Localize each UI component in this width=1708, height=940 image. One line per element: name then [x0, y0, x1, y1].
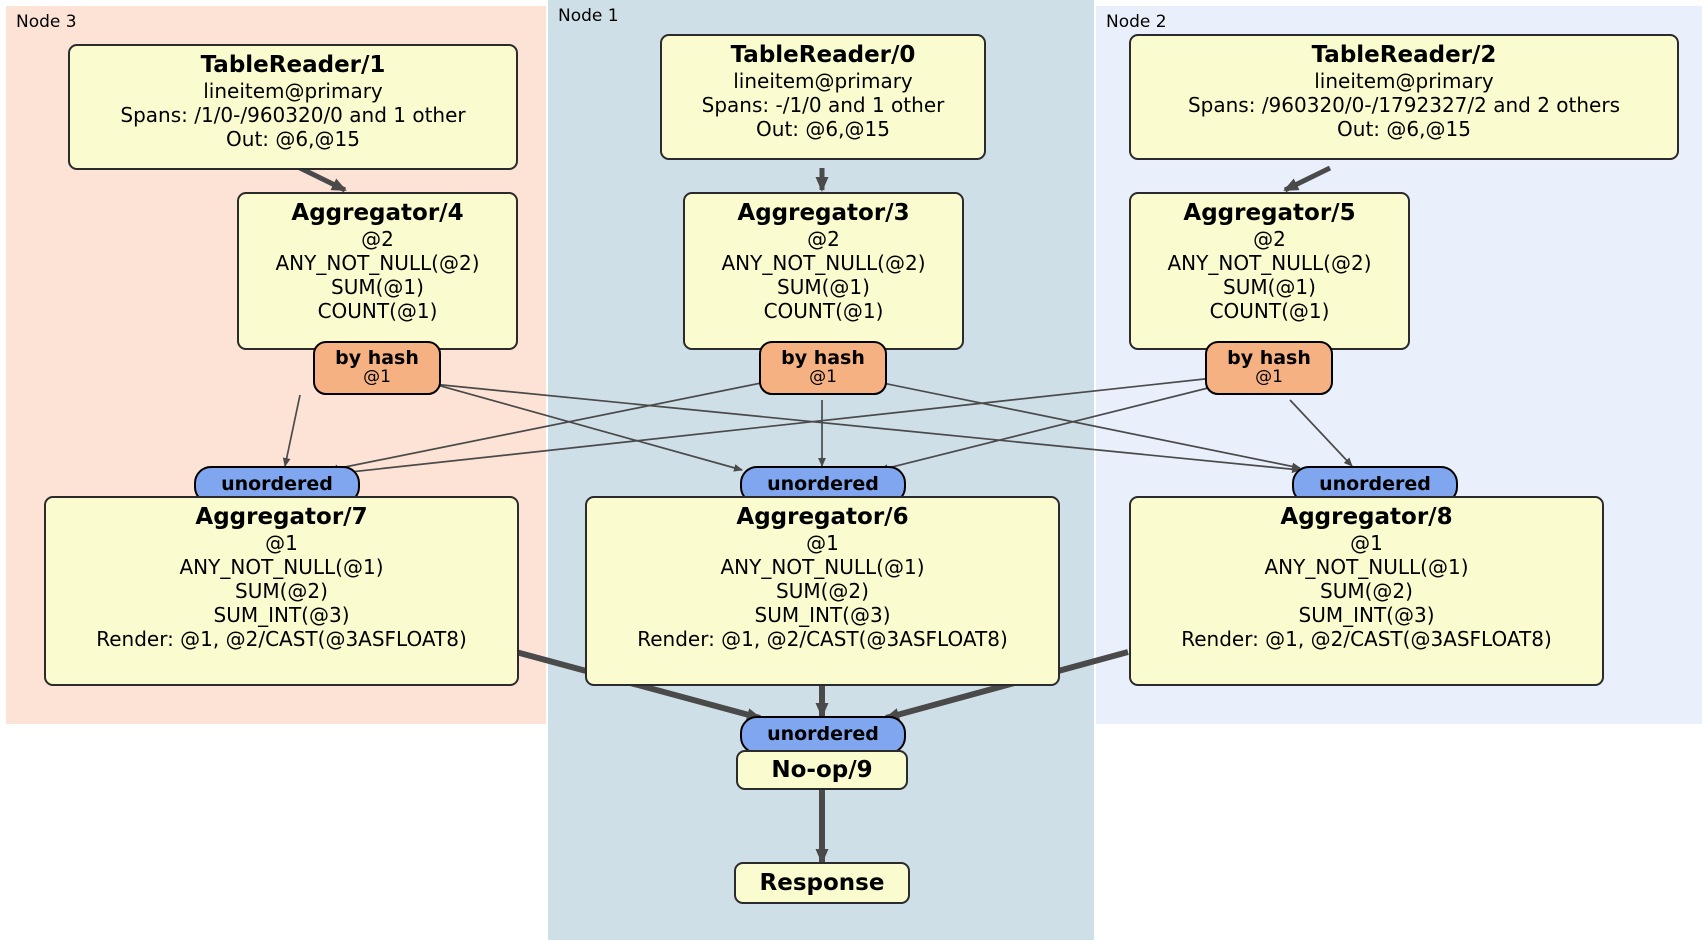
- processor-line: lineitem@primary: [203, 78, 383, 103]
- processor-response[interactable]: Response: [734, 862, 910, 904]
- processor-line: @1: [265, 530, 298, 555]
- processor-table-reader-0[interactable]: TableReader/0 lineitem@primary Spans: -/…: [660, 34, 986, 160]
- processor-table-reader-1[interactable]: TableReader/1 lineitem@primary Spans: /1…: [68, 44, 518, 170]
- processor-title: Aggregator/3: [737, 200, 910, 226]
- processor-line: SUM(@2): [1320, 578, 1413, 603]
- processor-title: Aggregator/8: [1280, 504, 1453, 530]
- processor-line: SUM(@1): [777, 274, 870, 299]
- router-label: unordered: [767, 723, 879, 746]
- processor-title: Aggregator/6: [736, 504, 909, 530]
- router-hash-aggregator-4[interactable]: by hash @1: [313, 341, 441, 395]
- processor-line: Out: @6,@15: [226, 126, 360, 151]
- processor-aggregator-8[interactable]: Aggregator/8 @1 ANY_NOT_NULL(@1) SUM(@2)…: [1129, 496, 1604, 686]
- processor-aggregator-6[interactable]: Aggregator/6 @1 ANY_NOT_NULL(@1) SUM(@2)…: [585, 496, 1060, 686]
- processor-aggregator-7[interactable]: Aggregator/7 @1 ANY_NOT_NULL(@1) SUM(@2)…: [44, 496, 519, 686]
- processor-line: SUM(@1): [1223, 274, 1316, 299]
- processor-line: ANY_NOT_NULL(@1): [1264, 554, 1469, 579]
- router-label: unordered: [221, 473, 333, 496]
- router-hash-aggregator-3[interactable]: by hash @1: [759, 341, 887, 395]
- processor-line: ANY_NOT_NULL(@2): [721, 250, 926, 275]
- processor-line: COUNT(@1): [763, 298, 884, 323]
- processor-line: Render: @1, @2/CAST(@3ASFLOAT8): [637, 626, 1008, 651]
- processor-title: TableReader/0: [730, 42, 916, 68]
- router-label: unordered: [1319, 473, 1431, 496]
- processor-line: ANY_NOT_NULL(@2): [275, 250, 480, 275]
- router-sublabel: @1: [363, 367, 391, 388]
- processor-noop-9[interactable]: No-op/9: [736, 750, 908, 790]
- router-sublabel: @1: [1255, 367, 1283, 388]
- processor-title: TableReader/1: [200, 52, 386, 78]
- processor-line: SUM_INT(@3): [1298, 602, 1435, 627]
- processor-line: ANY_NOT_NULL(@1): [720, 554, 925, 579]
- node-label-node1: Node 1: [558, 6, 619, 26]
- processor-line: @2: [1253, 226, 1286, 251]
- processor-line: @2: [361, 226, 394, 251]
- processor-table-reader-2[interactable]: TableReader/2 lineitem@primary Spans: /9…: [1129, 34, 1679, 160]
- processor-line: Out: @6,@15: [756, 116, 890, 141]
- processor-line: COUNT(@1): [317, 298, 438, 323]
- processor-line: @2: [807, 226, 840, 251]
- processor-aggregator-5[interactable]: Aggregator/5 @2 ANY_NOT_NULL(@2) SUM(@1)…: [1129, 192, 1410, 350]
- processor-title: TableReader/2: [1311, 42, 1497, 68]
- processor-line: SUM(@2): [776, 578, 869, 603]
- router-sublabel: @1: [809, 367, 837, 388]
- processor-line: SUM_INT(@3): [754, 602, 891, 627]
- processor-line: lineitem@primary: [733, 68, 913, 93]
- processor-title: Aggregator/5: [1183, 200, 1356, 226]
- processor-title: Response: [759, 869, 885, 896]
- processor-line: @1: [1350, 530, 1383, 555]
- node-label-node3: Node 3: [16, 12, 77, 32]
- processor-line: SUM(@1): [331, 274, 424, 299]
- router-label: by hash: [781, 347, 865, 370]
- node-label-node2: Node 2: [1106, 12, 1167, 32]
- processor-aggregator-4[interactable]: Aggregator/4 @2 ANY_NOT_NULL(@2) SUM(@1)…: [237, 192, 518, 350]
- router-label: by hash: [335, 347, 419, 370]
- router-label: by hash: [1227, 347, 1311, 370]
- processor-line: Render: @1, @2/CAST(@3ASFLOAT8): [1181, 626, 1552, 651]
- processor-title: Aggregator/7: [195, 504, 368, 530]
- processor-line: Spans: /1/0-/960320/0 and 1 other: [120, 102, 466, 127]
- processor-title: Aggregator/4: [291, 200, 464, 226]
- processor-title: No-op/9: [771, 756, 873, 783]
- processor-line: ANY_NOT_NULL(@2): [1167, 250, 1372, 275]
- processor-line: @1: [806, 530, 839, 555]
- processor-line: SUM_INT(@3): [213, 602, 350, 627]
- processor-line: Render: @1, @2/CAST(@3ASFLOAT8): [96, 626, 467, 651]
- processor-line: lineitem@primary: [1314, 68, 1494, 93]
- processor-line: SUM(@2): [235, 578, 328, 603]
- router-label: unordered: [767, 473, 879, 496]
- processor-line: COUNT(@1): [1209, 298, 1330, 323]
- processor-line: Out: @6,@15: [1337, 116, 1471, 141]
- processor-aggregator-3[interactable]: Aggregator/3 @2 ANY_NOT_NULL(@2) SUM(@1)…: [683, 192, 964, 350]
- router-hash-aggregator-5[interactable]: by hash @1: [1205, 341, 1333, 395]
- processor-line: Spans: /960320/0-/1792327/2 and 2 others: [1187, 92, 1620, 117]
- router-unordered-final[interactable]: unordered: [740, 716, 906, 754]
- processor-line: ANY_NOT_NULL(@1): [179, 554, 384, 579]
- processor-line: Spans: -/1/0 and 1 other: [701, 92, 945, 117]
